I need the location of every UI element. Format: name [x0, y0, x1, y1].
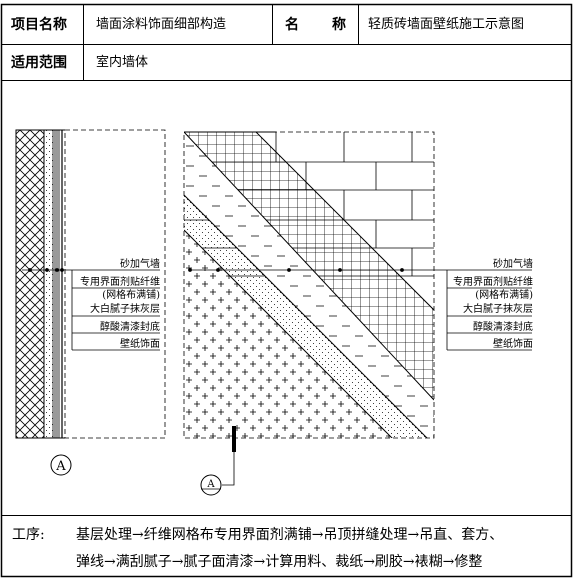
project-name-value: 墙面涂料饰面细部构造 — [96, 17, 227, 32]
right-leader-lines — [188, 268, 532, 351]
left-label-2: (网格布满铺) — [102, 288, 160, 301]
right-label-5: 壁纸饰面 — [493, 337, 533, 350]
elevation-drawing — [183, 131, 435, 439]
process-label: 工序: — [12, 527, 45, 543]
process-line-2: 弹线→满刮腻子→腻子面清漆→计算用料、裁纸→刷胶→裱糊→修整 — [76, 554, 483, 570]
right-label-1: 专用界面剂贴纤维 — [453, 275, 533, 288]
left-label-0: 砂加气墙 — [120, 257, 160, 270]
left-label-1: 专用界面剂贴纤维 — [80, 275, 160, 288]
section-mark-a — [50, 454, 72, 476]
right-label-4: 醇酸清漆封底 — [473, 320, 533, 333]
left-layer-labels: 砂加气墙 专用界面剂贴纤维 (网格布满铺) 大白腻子抹灰层 醇酸清漆封底 壁纸饰… — [80, 257, 160, 350]
process-line-1: 基层处理→纤维网格布专用界面剂满铺→吊顶拼缝处理→吊直、套方、 — [76, 527, 504, 543]
callout-mark-letter: A — [206, 479, 215, 490]
right-label-2: (网格布满铺) — [475, 288, 533, 301]
drawing-name-value: 轻质砖墙面壁纸施工示意图 — [368, 17, 525, 32]
name-label-char-2: 称 — [332, 17, 346, 33]
left-section-drawing — [15, 129, 166, 439]
left-label-4: 醇酸清漆封底 — [100, 320, 160, 333]
project-name-label: 项目名称 — [11, 17, 67, 33]
left-label-5: 壁纸饰面 — [120, 337, 160, 350]
scope-label: 适用范围 — [11, 55, 67, 71]
name-label-char-1: 名 — [285, 17, 299, 33]
scope-value: 室内墙体 — [96, 55, 149, 70]
left-label-3: 大白腻子抹灰层 — [90, 302, 160, 315]
right-label-0: 砂加气墙 — [493, 257, 533, 270]
left-leader-lines — [22, 268, 160, 351]
section-mark-letter: A — [55, 459, 66, 474]
section-cut-callout — [200, 426, 236, 496]
right-layer-labels: 砂加气墙 专用界面剂贴纤维 (网格布满铺) 大白腻子抹灰层 醇酸清漆封底 壁纸饰… — [453, 257, 533, 350]
right-label-3: 大白腻子抹灰层 — [463, 302, 533, 315]
